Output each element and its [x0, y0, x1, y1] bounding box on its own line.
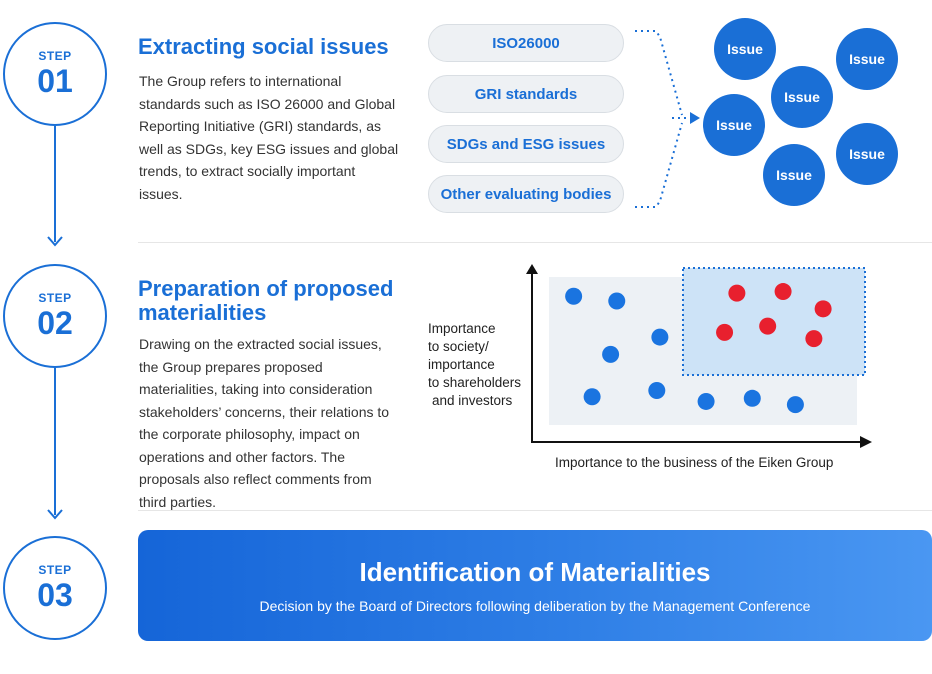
red-data-point: [814, 300, 832, 318]
x-axis-label: Importance to the business of the Eiken …: [555, 455, 834, 470]
step-02-title: Preparation of proposed materialities: [138, 277, 393, 325]
banner-subtitle: Decision by the Board of Directors follo…: [259, 598, 811, 614]
source-pill: SDGs and ESG issues: [428, 125, 624, 163]
step-number: 03: [37, 577, 73, 613]
y-axis-label-line: importance: [428, 357, 495, 372]
blue-data-point: [583, 388, 601, 406]
step-02-title-line2: materialities: [138, 300, 267, 325]
blue-data-point: [651, 328, 669, 346]
divider: [138, 242, 932, 243]
x-axis-arrowhead: [860, 436, 872, 448]
divider: [138, 510, 932, 511]
issue-bubble: Issue: [771, 66, 833, 128]
step-01-badge: STEP 01: [3, 22, 107, 126]
issue-bubble: Issue: [836, 123, 898, 185]
identification-banner: Identification of Materialities Decision…: [138, 530, 932, 641]
banner-title: Identification of Materialities: [359, 557, 711, 587]
connector-line: [54, 126, 56, 242]
issue-bubble: Issue: [714, 18, 776, 80]
red-data-point: [716, 323, 734, 341]
source-pill: GRI standards: [428, 75, 624, 113]
step-label: STEP: [38, 49, 72, 63]
y-axis-label-line: and investors: [432, 393, 513, 408]
step-02-badge: STEP 02: [3, 264, 107, 368]
step-03-badge: STEP 03: [3, 536, 107, 640]
issue-bubble: Issue: [836, 28, 898, 90]
y-axis-label-line: to shareholders: [428, 375, 522, 390]
step-01-title: Extracting social issues: [138, 34, 389, 59]
red-data-point: [728, 284, 746, 302]
issue-bubble: Issue: [703, 94, 765, 156]
red-data-point: [805, 330, 823, 348]
bracket-arrow: [635, 30, 700, 208]
step-label: STEP: [38, 563, 72, 577]
arrow-down-icon: [47, 236, 63, 247]
step-number: 01: [37, 63, 73, 99]
y-axis-label-line: to society/: [428, 339, 489, 354]
blue-data-point: [697, 392, 715, 410]
blue-data-point: [786, 396, 804, 414]
materiality-matrix: [526, 264, 872, 448]
blue-data-point: [608, 292, 626, 310]
step-label: STEP: [38, 291, 72, 305]
red-data-point: [759, 317, 777, 335]
connector-line: [54, 368, 56, 515]
blue-data-point: [565, 287, 583, 305]
issue-bubble: Issue: [763, 144, 825, 206]
arrow-down-icon: [47, 509, 63, 520]
blue-data-point: [743, 389, 761, 407]
blue-data-point: [602, 345, 620, 363]
step-01-description: The Group refers to international standa…: [139, 73, 399, 202]
y-axis-label: Importance to society/ importance to sha…: [428, 320, 521, 410]
source-pill: ISO26000: [428, 24, 624, 62]
step-number: 02: [37, 305, 73, 341]
step-02-description: Drawing on the extracted social issues, …: [139, 336, 390, 510]
y-axis-arrowhead: [526, 264, 538, 274]
y-axis-label-line: Importance: [428, 321, 496, 336]
source-pill: Other evaluating bodies: [428, 175, 624, 213]
blue-data-point: [648, 381, 666, 399]
red-data-point: [774, 283, 792, 301]
step-02-title-line1: Preparation of proposed: [138, 276, 394, 301]
